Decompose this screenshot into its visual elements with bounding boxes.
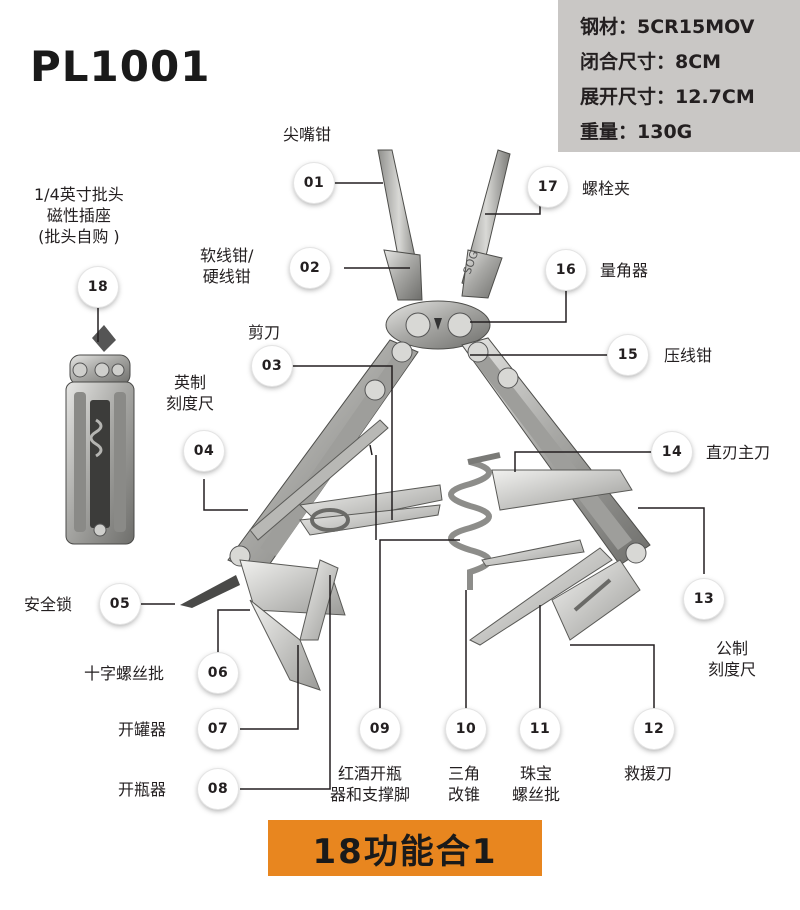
callout-01-label: 尖嘴钳: [283, 125, 332, 144]
callout-03-number: 03: [252, 346, 292, 386]
callout-02-label: 软线钳/硬线钳: [200, 246, 254, 286]
callout-01-number: 01: [294, 163, 334, 203]
callout-16-number: 16: [546, 250, 586, 290]
spec-open-size: 展开尺寸：12.7CM: [580, 86, 755, 108]
callout-06-number: 06: [198, 653, 238, 693]
callout-09-label: 红酒开瓶器和支撑脚: [330, 764, 411, 804]
callout-10-number: 10: [446, 709, 486, 749]
callout-13-number: 13: [684, 579, 724, 619]
open-tool-image: SOG: [180, 149, 651, 691]
callout-06-label: 十字螺丝批: [84, 664, 165, 683]
callout-18-number: 18: [78, 267, 118, 307]
callout-09-number: 09: [360, 709, 400, 749]
callout-05-number: 05: [100, 584, 140, 624]
callout-02-number: 02: [290, 248, 330, 288]
callout-14-number: 14: [652, 432, 692, 472]
closed-tool-image: [65, 325, 135, 545]
callout-14-label: 直刃主刀: [706, 443, 771, 462]
callout-17-number: 17: [528, 167, 568, 207]
callout-16-label: 量角器: [600, 261, 649, 280]
spec-box: 钢材：5CR15MOV 闭合尺寸：8CM 展开尺寸：12.7CM 重量：130G: [558, 0, 800, 152]
spec-closed-size: 闭合尺寸：8CM: [580, 51, 722, 73]
callout-18-label: 1/4英寸批头磁性插座(批头自购 ): [34, 185, 124, 246]
model-title: PL1001: [30, 42, 211, 91]
spec-steel: 钢材：5CR15MOV: [580, 16, 755, 38]
callout-12-label: 救援刀: [624, 764, 673, 783]
callout-15-label: 压线钳: [664, 346, 713, 365]
spec-weight: 重量：130G: [580, 121, 693, 143]
callout-15-number: 15: [608, 335, 648, 375]
feature-banner-text: 18功能合1: [312, 831, 498, 872]
callout-11-number: 11: [520, 709, 560, 749]
feature-banner: 18功能合1: [268, 820, 542, 876]
callout-07-number: 07: [198, 709, 238, 749]
callout-10-label: 三角改锥: [448, 764, 481, 804]
callout-17-label: 螺栓夹: [582, 179, 631, 198]
callout-08-number: 08: [198, 769, 238, 809]
callout-13-label: 公制刻度尺: [708, 639, 757, 679]
callout-12-number: 12: [634, 709, 674, 749]
callout-03-label: 剪刀: [248, 323, 281, 342]
callout-07-label: 开罐器: [118, 720, 167, 739]
callout-08-label: 开瓶器: [118, 780, 167, 799]
leader-lines: [97, 182, 705, 790]
callout-04-label: 英制刻度尺: [166, 373, 215, 413]
callout-11-label: 珠宝螺丝批: [512, 764, 561, 804]
callout-05-label: 安全锁: [24, 595, 73, 614]
callout-04-number: 04: [184, 431, 224, 471]
